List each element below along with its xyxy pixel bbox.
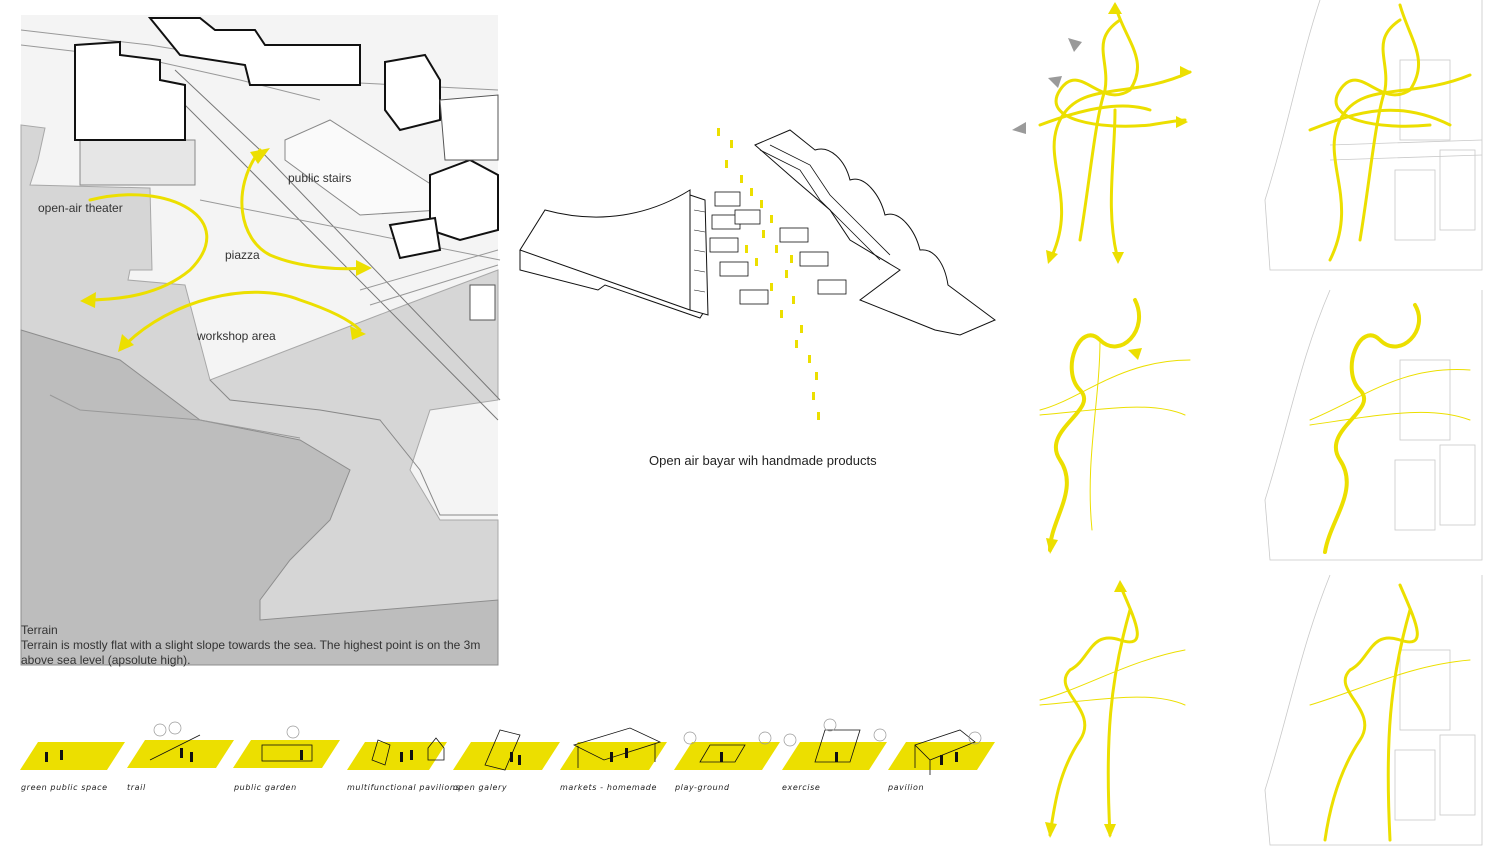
market-stalls: [709, 191, 847, 305]
arrow-heads: [80, 148, 372, 352]
program-tile: [233, 740, 340, 768]
program-label: green public space: [21, 783, 108, 792]
tree: [168, 721, 182, 735]
gray-arrow-head: [1048, 76, 1062, 88]
program-label: pavilion: [888, 783, 925, 792]
exercise-frame: [814, 729, 861, 763]
building: [147, 17, 361, 86]
flow-diagram-3: [1039, 583, 1186, 837]
arrow-head: [1128, 348, 1142, 360]
flow-diagram-2: [1039, 298, 1191, 552]
flow-diagram-1: [1038, 3, 1192, 262]
tree: [968, 731, 982, 745]
market-roof: [572, 727, 662, 768]
program-tile: [347, 742, 447, 770]
program-label: trail: [127, 783, 146, 792]
arrow-head: [1180, 66, 1192, 78]
arrow-head: [1045, 822, 1057, 838]
gallery-wall: [484, 729, 521, 771]
arrow-head: [1176, 116, 1188, 128]
trail-ramp: [149, 734, 201, 761]
arrow-head: [1108, 2, 1122, 14]
building: [388, 216, 442, 260]
terrain-title: Terrain: [21, 623, 58, 637]
arrow-head: [1046, 538, 1058, 554]
label-open-air-theater: open-air theater: [38, 201, 123, 215]
building: [384, 53, 441, 132]
gray-arrow-head: [1068, 38, 1082, 52]
tree: [286, 725, 300, 739]
tree: [683, 731, 697, 745]
program-label: multifunctional pavilions: [347, 783, 461, 792]
flow-map-2: [1264, 289, 1483, 561]
tree: [758, 731, 772, 745]
program-label: play-ground: [675, 783, 730, 792]
stair-element: [79, 139, 196, 186]
program-label: open galery: [453, 783, 508, 792]
flow-map-3: [1264, 574, 1483, 846]
flow-arrows: [83, 148, 367, 347]
pavilion-shape: [371, 737, 445, 766]
tree: [783, 733, 797, 747]
gray-arrow-head: [1012, 122, 1026, 134]
label-public-stairs: public stairs: [288, 171, 352, 185]
canopy-left: [519, 189, 691, 311]
program-label: markets - homemade: [560, 783, 657, 792]
arrow-head: [1112, 252, 1124, 264]
building: [469, 284, 496, 321]
flow-map-1: [1264, 0, 1483, 271]
people-marks: [717, 128, 820, 420]
pavilion-box: [914, 729, 976, 775]
wave-building: [754, 129, 996, 336]
arrow-head: [1046, 250, 1058, 264]
pier-edge: [209, 379, 498, 516]
play-frame: [699, 744, 746, 763]
building: [439, 94, 499, 161]
program-label: public garden: [234, 783, 297, 792]
bazaar-caption: Open air bayar wih handmade products: [649, 453, 877, 468]
label-piazza: piazza: [225, 248, 260, 262]
road: [369, 264, 499, 306]
terrain-description: Terrain is mostly flat with a slight slo…: [21, 638, 481, 667]
program-tile: [453, 742, 560, 770]
tree: [153, 723, 167, 737]
coast-edge: [49, 394, 301, 439]
label-workshop-area: workshop area: [197, 329, 276, 343]
program-tile: [674, 742, 780, 770]
canopy-left-stairs: [689, 194, 709, 316]
program-tile: [782, 742, 887, 770]
program-tile: [20, 742, 125, 770]
garden-beds: [261, 744, 313, 762]
program-tile: [560, 742, 667, 770]
building: [74, 40, 186, 141]
arrow-head: [1114, 580, 1127, 592]
tree: [823, 718, 837, 732]
tree: [873, 728, 887, 742]
road: [199, 199, 501, 261]
program-label: exercise: [782, 783, 821, 792]
road: [359, 249, 499, 291]
arrow-head: [1104, 824, 1116, 838]
